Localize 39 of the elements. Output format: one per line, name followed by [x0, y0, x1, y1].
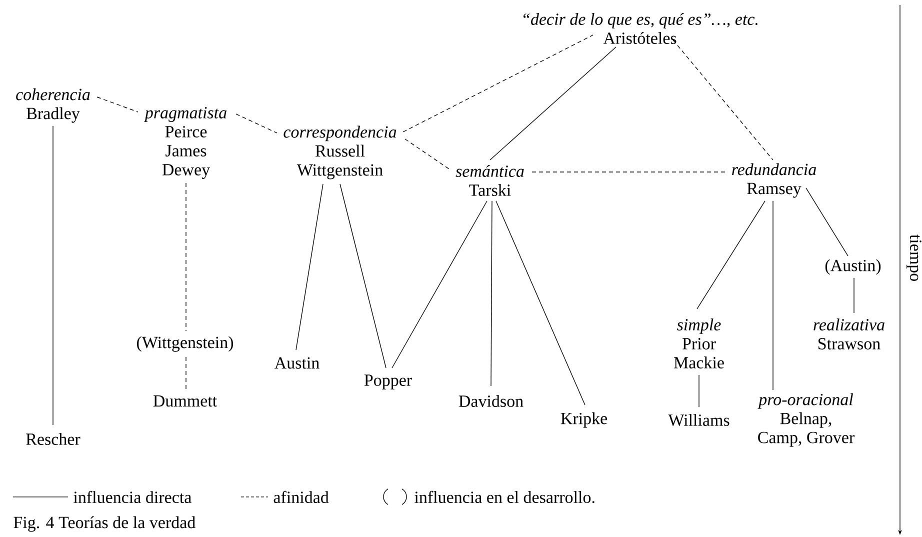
philosopher-name: Williams	[668, 414, 730, 426]
philosopher-name: (Austin)	[825, 259, 881, 275]
theory-label: correspondencia Russell Wittgenstein	[284, 126, 396, 180]
theory-label: simple Prior Mackie	[674, 318, 724, 368]
theory-label: realizativa Strawson	[814, 318, 884, 350]
legend-text: influencia en el desarrollo.	[414, 490, 594, 504]
connector-line	[52, 126, 54, 426]
theory-label: pragmatista Peirce James Dewey	[144, 107, 226, 179]
connector-line	[296, 184, 324, 350]
connector-line	[672, 40, 774, 160]
connector-line	[236, 114, 278, 134]
connector-line	[696, 200, 766, 310]
connector-line	[806, 188, 848, 256]
connector-line	[96, 96, 138, 112]
theory-label: redundancia Ramsey	[732, 163, 816, 198]
philosopher-name: Davidson	[458, 395, 524, 407]
connector-line	[496, 200, 586, 406]
theory-label: coherencia Bradley	[16, 88, 90, 123]
theory-label: semántica Tarski	[456, 165, 524, 196]
figure-caption: Fig. 4 Teorías de la verdad	[14, 516, 196, 532]
connector-line	[490, 200, 492, 386]
connector-line	[402, 34, 594, 132]
connector-line	[490, 46, 616, 160]
axis-label: tiempo	[906, 234, 922, 281]
philosopher-name: Rescher	[26, 433, 80, 445]
legend-text: influencia directa	[74, 490, 192, 504]
philosopher-name: Austin	[274, 357, 320, 369]
philosopher-name: Kripke	[560, 412, 608, 428]
connector-line	[392, 200, 488, 368]
connector-line	[698, 374, 700, 408]
connector-line	[340, 184, 386, 368]
theory-label: pro-oracional Belnap, Camp, Grover	[758, 393, 854, 447]
theory-label: “decir de lo que es, qué es”…, etc. Aristóteles	[524, 13, 758, 44]
philosopher-name: Popper	[364, 374, 412, 390]
philosopher-name: (Wittgenstein)	[137, 336, 234, 352]
legend-text: afinidad	[274, 490, 329, 504]
philosopher-name: Dummett	[153, 395, 218, 407]
connector-line	[772, 200, 774, 390]
connector-line	[404, 138, 450, 170]
